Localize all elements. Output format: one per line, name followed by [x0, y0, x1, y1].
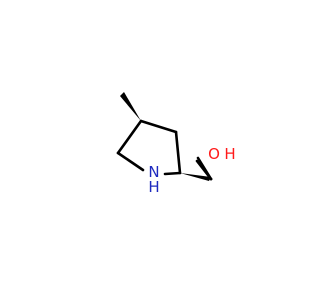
nitrogen-hydrogen-label: H	[148, 178, 159, 196]
bond-c4-c3	[139, 119, 178, 134]
oxygen-label: O	[208, 145, 220, 163]
nitrogen-label: N	[148, 163, 159, 181]
oxygen-hydrogen-label: H	[224, 145, 235, 163]
wedge-bond-hydroxymethyl	[180, 173, 211, 181]
bond-c2-n1	[163, 171, 182, 176]
bond-c5-c4	[116, 119, 143, 155]
bond-n1-c5	[116, 151, 145, 172]
molecule-diagram: N H O H	[116, 92, 236, 196]
wedge-bond-methyl	[120, 92, 141, 121]
bond-c3-c2	[174, 130, 182, 175]
bond-oxygen-link-visible	[196, 156, 213, 181]
